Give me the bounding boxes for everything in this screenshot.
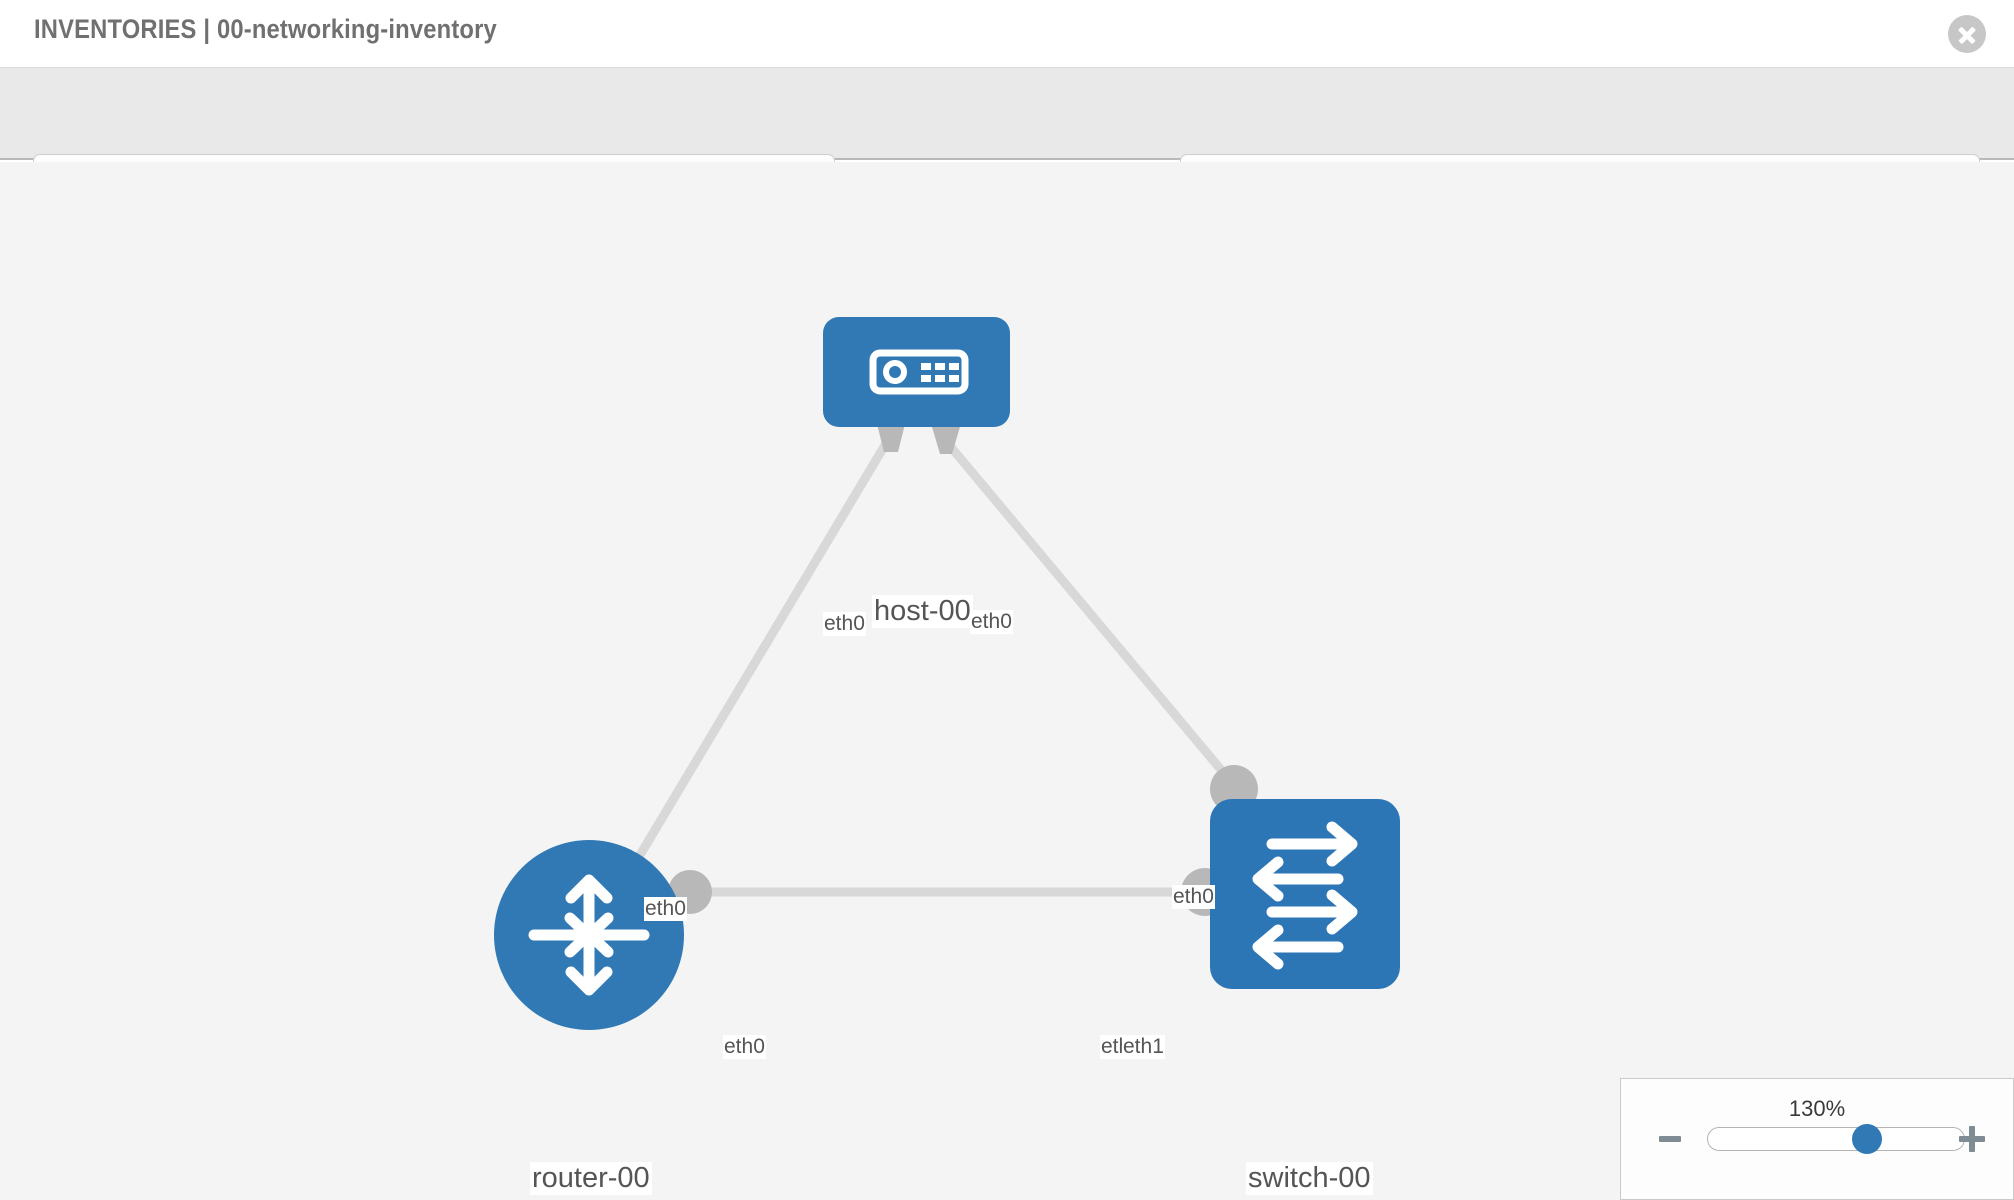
port-host-right (930, 420, 962, 454)
switch-arrows-icon[interactable] (1210, 799, 1400, 989)
zoom-slider[interactable] (1707, 1127, 1965, 1151)
close-icon[interactable] (1948, 15, 1986, 53)
zoom-slider-thumb[interactable] (1851, 1124, 1882, 1154)
page-title: INVENTORIES | 00-networking-inventory (34, 14, 497, 44)
interface-label: eth1 (1122, 1035, 1165, 1059)
link-host-switch (941, 437, 1252, 805)
minus-icon[interactable] (1659, 1136, 1681, 1142)
node-label-router-00: router-00 (530, 1162, 652, 1195)
toolbar: ACTIONS SEARCH (0, 68, 2014, 210)
plus-icon[interactable] (1959, 1126, 1985, 1152)
node-label-host-00: host-00 (872, 595, 973, 628)
page-header: INVENTORIES | 00-networking-inventory (0, 0, 2014, 68)
interface-label: eth0 (823, 612, 866, 636)
zoom-control[interactable]: 130% (1620, 1078, 2014, 1200)
port-host-left (876, 420, 906, 452)
zoom-level-value: 130% (1788, 1096, 1846, 1121)
node-label-switch-00: switch-00 (1246, 1162, 1373, 1195)
interface-label: eth0 (644, 897, 687, 921)
interface-label: eth0 (723, 1035, 766, 1059)
server-icon[interactable] (823, 317, 1010, 427)
interface-label: eth0 (1172, 885, 1215, 909)
link-host-router (596, 437, 892, 925)
interface-label: eth0 (970, 610, 1013, 634)
topology-canvas[interactable]: host-00 rout (0, 162, 2014, 1200)
router-arrows-icon[interactable] (494, 840, 684, 1030)
